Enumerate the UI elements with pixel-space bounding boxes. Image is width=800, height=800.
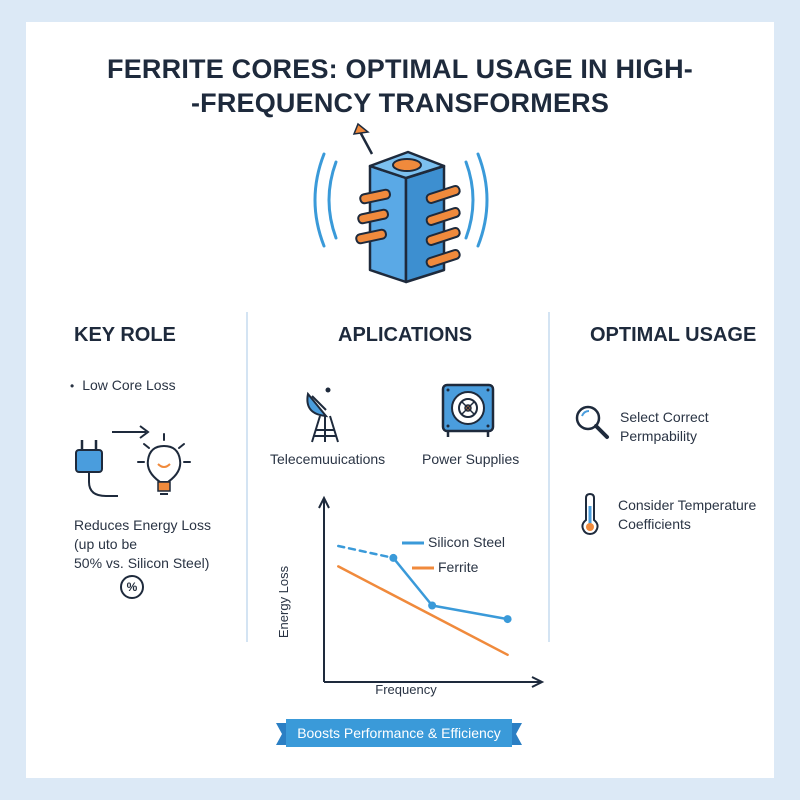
key-role-bullet: Low Core Loss: [70, 376, 175, 396]
chart-y-axis-arrow: [318, 495, 330, 509]
banner-ribbon-shape: [276, 719, 522, 747]
chart-x-axis-arrow: [531, 676, 545, 688]
chart-series-silicon-steel-segment: [430, 604, 509, 621]
chart-x-axis-label: Frequency: [375, 682, 437, 697]
key-role-desc-line-2: (up uto be: [74, 536, 138, 552]
satellite-dish-icon: [306, 387, 339, 443]
chart-series-silicon-steel-segment: [337, 544, 395, 560]
plug-to-bulb-icon: [75, 425, 191, 497]
key-role-desc-line-3: 50% vs. Silicon Steel): [74, 555, 210, 571]
thermometer-icon: [581, 492, 599, 536]
percent-badge: %: [120, 575, 144, 599]
chart-series-silicon-steel-point: [428, 601, 437, 610]
footer-banner-text: Boosts Performance & Efficiency: [297, 725, 501, 741]
chart-legend-silicon-steel: Silicon Steel: [428, 534, 506, 550]
chart-y-axis-label: Energy Loss: [276, 565, 291, 638]
infographic-card: FERRITE CORES: OPTIMAL USAGE IN HIGH- -F…: [26, 22, 774, 778]
key-role-heading: KEY ROLE: [74, 324, 176, 346]
usage-permeability-line-2: Permpability: [620, 428, 698, 444]
column-divider-right: [548, 312, 550, 642]
energy-loss-chart: Energy Loss Frequency: [276, 495, 545, 697]
column-divider-left: [246, 312, 248, 642]
chart-legend-ferrite-swatch: [412, 566, 434, 570]
application-power-supplies-label: Power Supplies: [422, 451, 520, 467]
title-line-1: FERRITE CORES: OPTIMAL USAGE IN HIGH-: [107, 54, 693, 84]
chart-series-silicon-steel-segment: [392, 556, 434, 607]
chart-legend-silicon-steel-swatch: [402, 541, 424, 545]
chart-legend-ferrite: Ferrite: [438, 559, 479, 575]
applications-heading: APLICATIONS: [338, 324, 473, 346]
power-supply-icon: [441, 383, 495, 437]
title-line-2: -FREQUENCY TRANSFORMERS: [190, 88, 610, 118]
footer-banner: Boosts Performance & Efficiency: [276, 719, 522, 747]
key-role-desc-line-1: Reduces Energy Loss: [74, 517, 211, 533]
ferrite-core-transformer-icon: [313, 122, 489, 284]
usage-temperature-line-1: Consider Temperature: [618, 497, 757, 513]
magnifier-icon: [575, 405, 609, 439]
chart-series-silicon-steel-point: [503, 615, 512, 624]
percent-badge-text: %: [126, 580, 138, 594]
usage-temperature-line-2: Coefficients: [618, 516, 691, 532]
page-title: FERRITE CORES: OPTIMAL USAGE IN HIGH- -F…: [26, 52, 774, 120]
chart-series-silicon-steel-point: [389, 553, 398, 562]
usage-permeability-line-1: Select Correct: [620, 409, 709, 425]
chart-series-ferrite-segment: [337, 565, 509, 657]
application-telecom-label: Telecemuuications: [270, 451, 386, 467]
optimal-usage-heading: OPTIMAL USAGE: [590, 324, 757, 346]
